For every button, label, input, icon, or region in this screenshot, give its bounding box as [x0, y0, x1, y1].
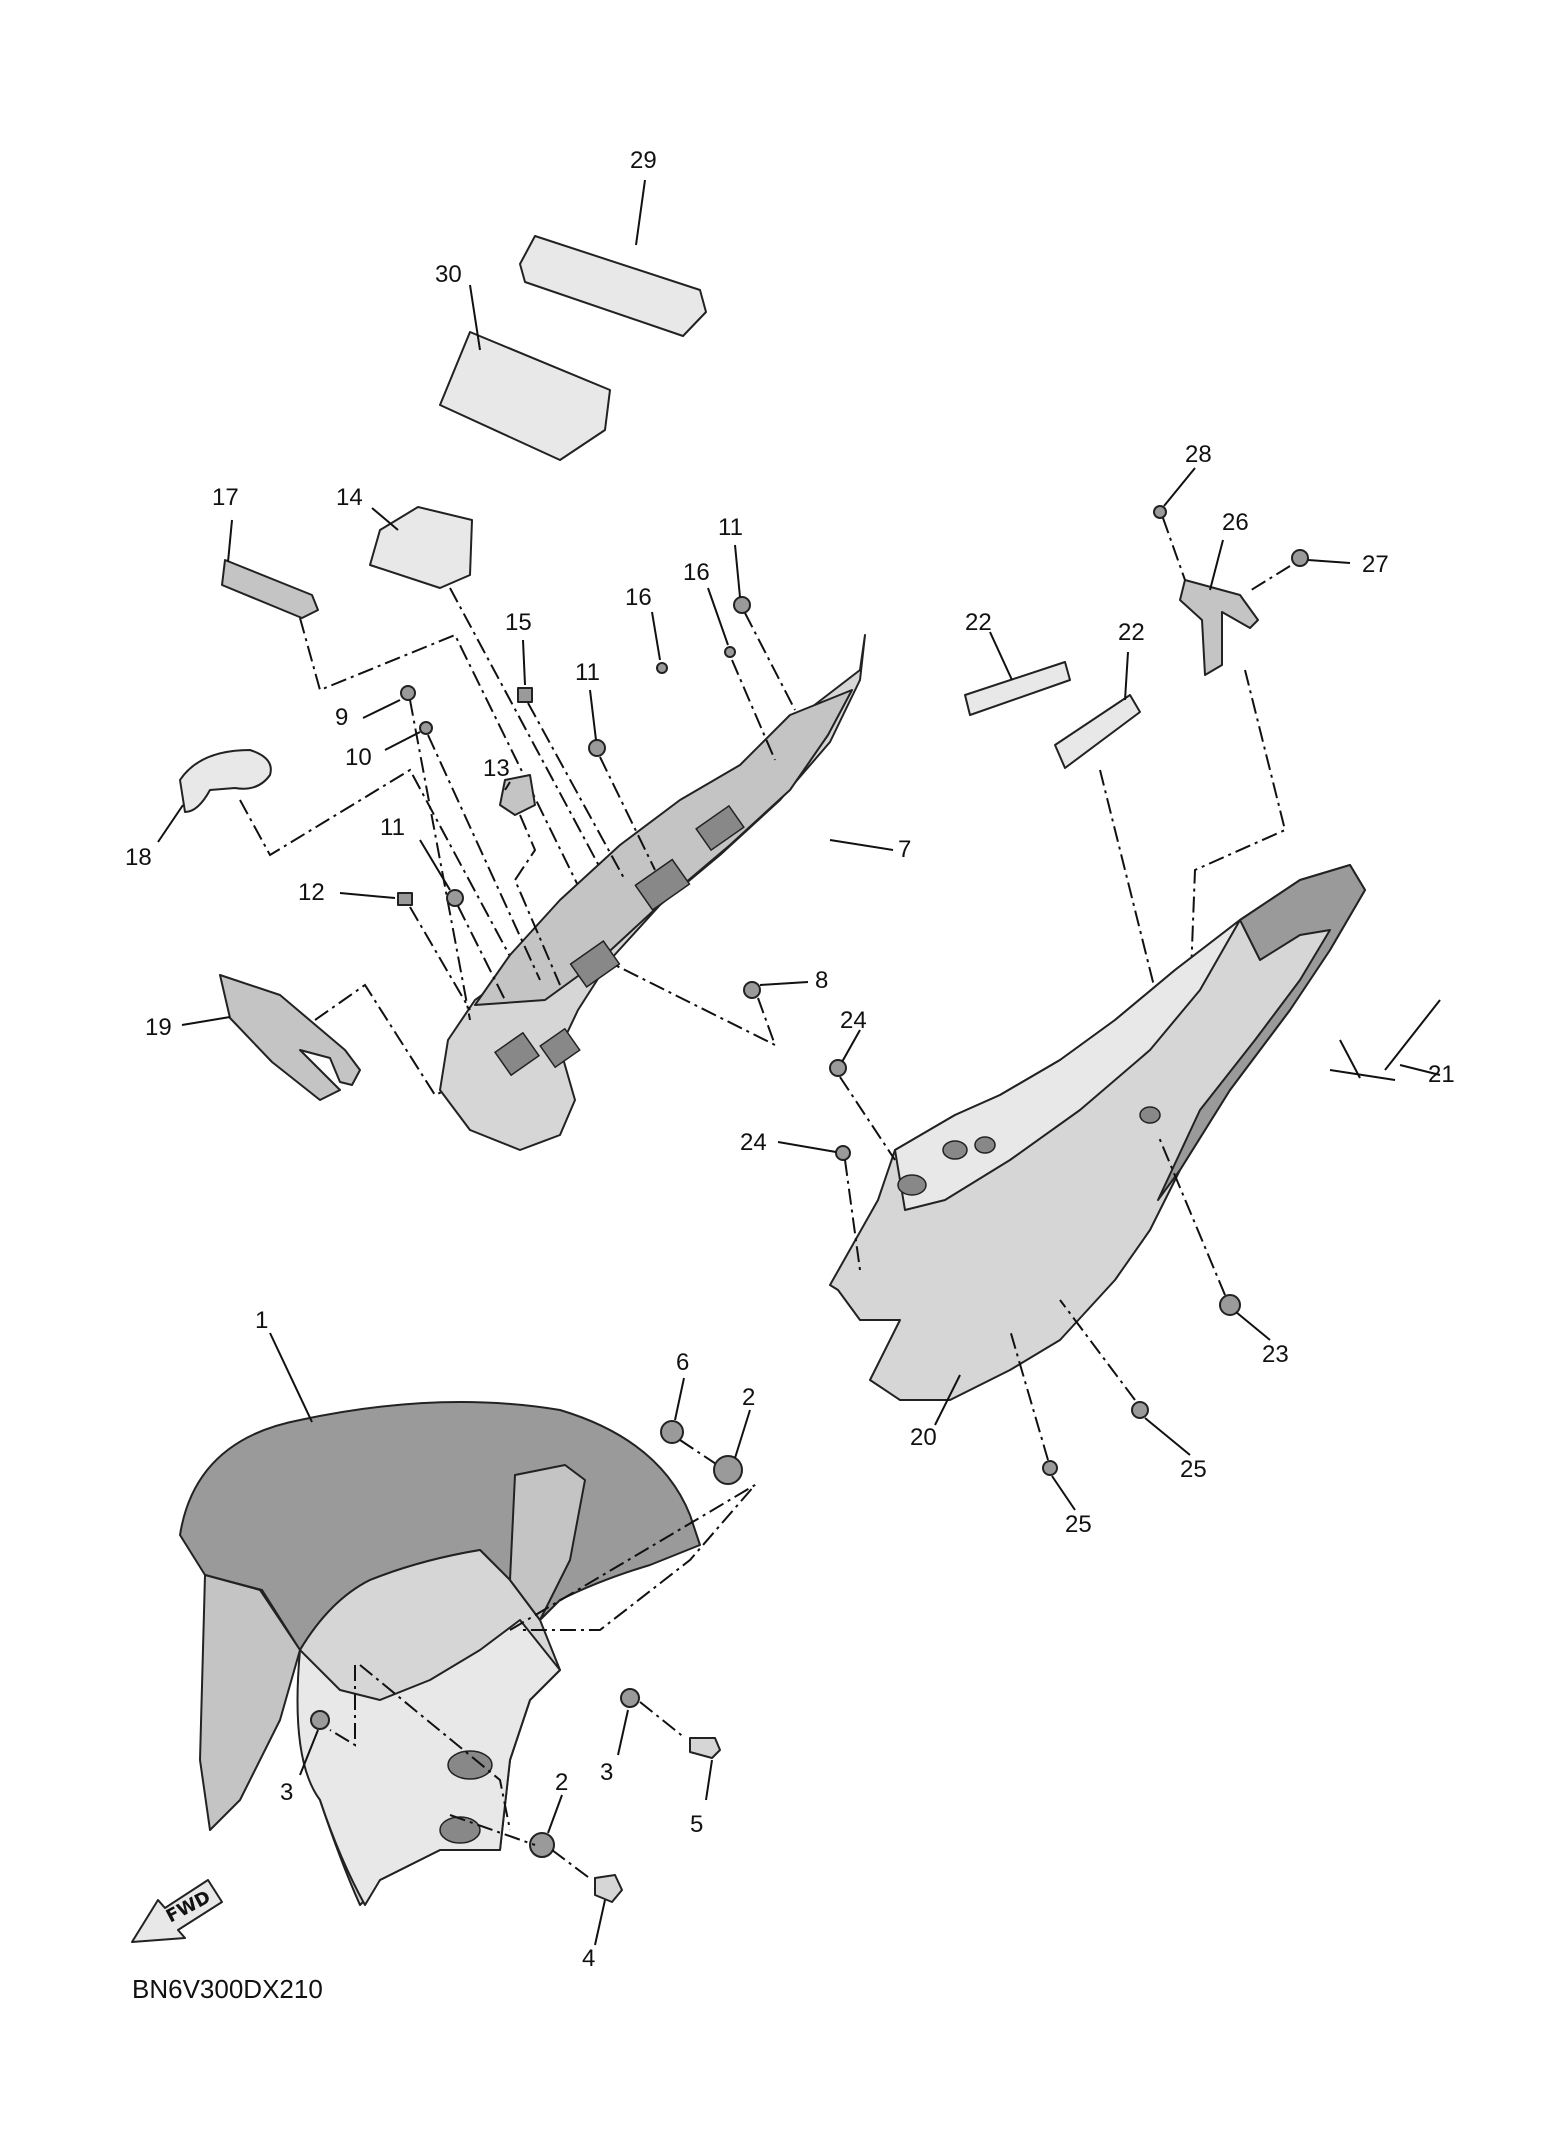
callout-18: 18: [125, 844, 152, 871]
fastener-11-c: 11: [380, 814, 506, 1001]
part-22-strip-a: 22: [964, 609, 1071, 716]
callout-22-a: 22: [965, 609, 992, 636]
part-17-bracket: 17: [212, 484, 591, 911]
callout-4: 4: [582, 1945, 595, 1972]
fastener-2-a: 2: [713, 1384, 755, 1485]
part-1-front-fender: 1: [179, 1307, 756, 1906]
callout-3-a: 3: [280, 1779, 293, 1806]
fastener-3-a: 3: [280, 1664, 511, 1831]
part-14-pad: 14: [336, 484, 621, 906]
fastener-25-b: 25: [1009, 1329, 1092, 1538]
fastener-11-a: 11: [575, 659, 656, 871]
callout-9: 9: [335, 704, 348, 731]
part-7-seat-tray: 7: [439, 634, 911, 1151]
callout-16-b: 16: [683, 559, 710, 586]
callout-10: 10: [345, 744, 372, 771]
callout-26: 26: [1222, 509, 1249, 536]
callout-24-a: 24: [840, 1007, 867, 1034]
callout-25-b: 25: [1065, 1511, 1092, 1538]
fastener-10: 10: [345, 721, 541, 981]
bolt-4: 4: [582, 1874, 623, 1972]
callout-23: 23: [1262, 1341, 1289, 1368]
callout-5: 5: [690, 1811, 703, 1838]
callout-2-a: 2: [742, 1384, 755, 1411]
part-20-tail-cowl: 20: [829, 864, 1366, 1451]
callout-7: 7: [898, 836, 911, 863]
fastener-2-b: 2: [449, 1769, 593, 1881]
fastener-27: 27: [1247, 549, 1389, 593]
fastener-24-b: 24: [740, 1129, 861, 1271]
callout-12: 12: [298, 879, 325, 906]
fastener-16-a: 16: [625, 584, 668, 674]
callout-27: 27: [1362, 551, 1389, 578]
fastener-28: 28: [1153, 441, 1212, 581]
callout-19: 19: [145, 1014, 172, 1041]
callout-21: 21: [1428, 1061, 1455, 1088]
callout-8: 8: [815, 967, 828, 994]
callout-3-b: 3: [600, 1759, 613, 1786]
callout-14: 14: [336, 484, 363, 511]
callout-2-b: 2: [555, 1769, 568, 1796]
callout-15: 15: [505, 609, 532, 636]
callout-1: 1: [255, 1307, 268, 1334]
callout-29: 29: [630, 147, 657, 174]
fastener-6: 6: [660, 1349, 726, 1471]
callout-24-b: 24: [740, 1129, 767, 1156]
callout-11-b: 11: [718, 514, 743, 541]
diagram-code: BN6V300DX210: [132, 1974, 323, 2004]
fastener-11-b: 11: [718, 514, 796, 711]
callout-30: 30: [435, 261, 462, 288]
callout-28: 28: [1185, 441, 1212, 468]
part-19-bracket: 19: [145, 974, 496, 1101]
part-13-clip: 13: [483, 755, 561, 986]
part-21-line: 21: [1329, 999, 1455, 1088]
fastener-3-b: 3: [600, 1688, 686, 1786]
fastener-23: 23: [1157, 1134, 1289, 1368]
fastener-25-a: 25: [1059, 1299, 1207, 1483]
callout-17: 17: [212, 484, 239, 511]
callout-11-a: 11: [575, 659, 600, 686]
bolt-5: 5: [689, 1737, 721, 1838]
fastener-24-a: 24: [829, 1007, 896, 1161]
callout-22-b: 22: [1118, 619, 1145, 646]
callout-20: 20: [910, 1424, 937, 1451]
fwd-arrow-icon: FWD: [131, 1879, 223, 1943]
part-30-panel: 30: [435, 261, 611, 461]
fastener-16-b: 16: [683, 559, 776, 761]
fastener-8: 8: [614, 964, 828, 1048]
callout-13: 13: [483, 755, 510, 782]
fastener-12: 12: [298, 879, 471, 1011]
callout-25-a: 25: [1180, 1456, 1207, 1483]
callout-11-c: 11: [380, 814, 405, 841]
part-22-strip-b: 22: [1054, 619, 1176, 1071]
part-26-bracket: 26: [1179, 509, 1287, 1001]
part-29-panel: 29: [519, 147, 707, 337]
fastener-9: 9: [335, 685, 471, 1021]
fastener-15: 15: [505, 609, 626, 881]
part-18-wire: 18: [125, 749, 521, 976]
callout-6: 6: [676, 1349, 689, 1376]
callout-16-a: 16: [625, 584, 652, 611]
